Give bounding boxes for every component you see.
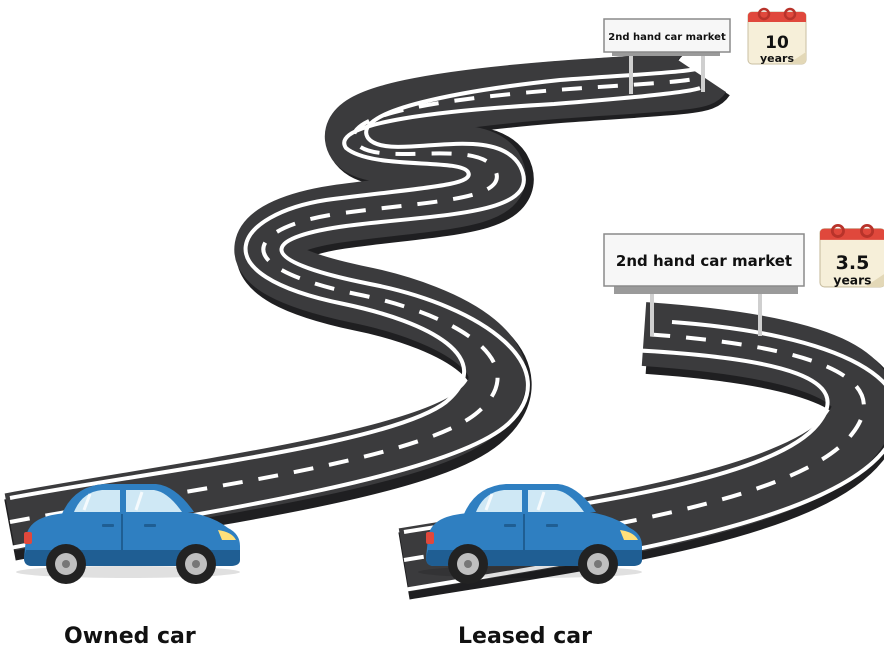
leased-car-caption: Leased car [458, 624, 592, 649]
owned-calendar: 10 years [748, 9, 806, 65]
owned-road-surface [10, 76, 702, 522]
owned-billboard-label: 2nd hand car market [608, 32, 726, 43]
leased-calendar-value: 3.5 [836, 252, 870, 274]
owned-car-caption: Owned car [64, 624, 196, 649]
leased-calendar-unit: years [833, 274, 871, 288]
owned-calendar-value: 10 [765, 33, 789, 53]
leased-calendar: 3.5 years [820, 225, 884, 287]
leased-billboard-label: 2nd hand car market [616, 252, 792, 270]
owned-calendar-unit: years [760, 52, 794, 65]
